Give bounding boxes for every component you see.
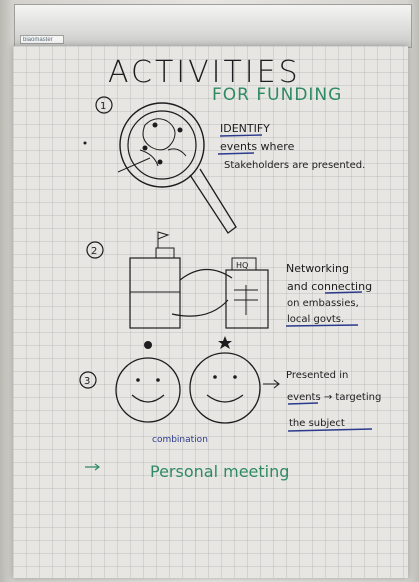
section-1-line-3: Stakeholders are presented. <box>224 160 365 171</box>
building-sign: HQ <box>236 261 248 270</box>
section-2: 2 HQ Networking and connecting on embass… <box>86 231 372 329</box>
section-2-line-4: local govts. <box>287 314 344 325</box>
section-3-line-2: events → targeting <box>287 392 381 403</box>
section-2-line-3: on embassies, <box>287 298 359 309</box>
section-number-circle <box>95 96 113 114</box>
embassy-building-icon: HQ <box>225 257 269 329</box>
magnifying-glass-icon <box>119 102 237 234</box>
section-number-circle <box>79 371 97 389</box>
poster-title: ACTIVITIES <box>108 55 301 90</box>
smiley-face-icon <box>115 357 181 423</box>
flipchart-paper <box>13 46 408 578</box>
face-caption: combination <box>152 435 208 445</box>
footer-note-text: Personal meeting <box>150 462 289 481</box>
section-1-line-2: events where <box>220 140 295 153</box>
exchange-arrow-icon <box>171 299 229 317</box>
arrow-right-icon <box>85 463 100 471</box>
section-number: 1 <box>100 101 106 112</box>
section-2-line-1: Networking <box>286 262 349 275</box>
poster-subtitle: FOR FUNDING <box>212 85 342 105</box>
dot-icon <box>144 341 152 349</box>
footer-note: Personal meeting <box>85 462 289 481</box>
section-number: 2 <box>91 246 97 257</box>
section-3: 3 combination Presented in events → targ… <box>79 336 381 445</box>
smiley-face-icon <box>189 352 261 424</box>
section-number: 3 <box>84 376 90 387</box>
exchange-arrow-icon <box>179 268 233 281</box>
rail-logo: biaomaster <box>20 35 64 44</box>
section-3-line-3: the subject <box>289 418 345 429</box>
section-1: 1 IDENTIFY events where Stakeholders are… <box>83 96 365 234</box>
section-3-line-1: Presented in <box>286 370 348 381</box>
section-number-circle <box>86 241 104 259</box>
section-2-line-2: and connecting <box>287 280 372 293</box>
government-building-icon <box>129 231 181 329</box>
flipchart-rail <box>14 4 412 48</box>
pointer-line <box>117 157 151 173</box>
star-icon <box>218 336 232 349</box>
arrow-right-icon <box>263 379 280 389</box>
ink-dot <box>83 141 87 145</box>
section-1-line-1: IDENTIFY <box>220 122 270 135</box>
